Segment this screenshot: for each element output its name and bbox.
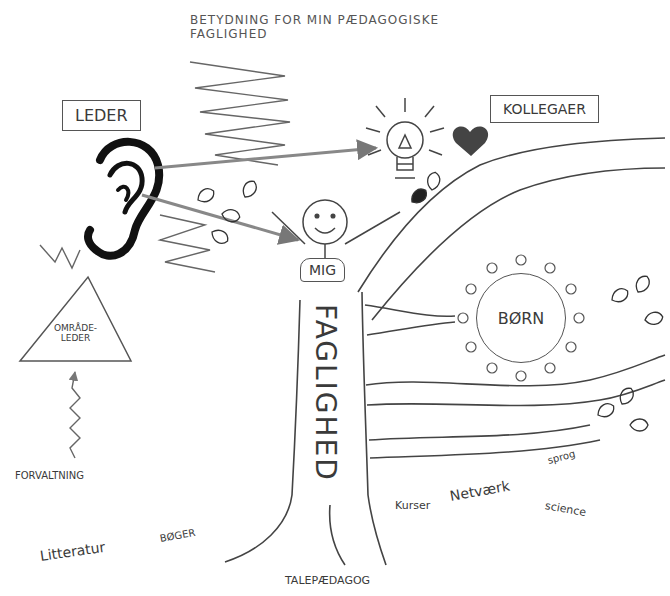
lightbulb-symbol [395,177,415,179]
children-ring [487,363,497,373]
children-ring [516,371,526,381]
children-circle: BØRN [476,273,566,363]
node-text: BØRN [498,309,545,328]
zigzag-lines [160,215,215,272]
children-ring [574,313,584,323]
listening-arrows [155,148,376,168]
stick-figure [272,200,400,258]
zigzag-lines [40,245,80,268]
lightbulb-symbol [430,128,444,132]
pyramid-outline [20,277,131,361]
leaves [633,273,652,295]
stick-figure [324,244,326,258]
ear-symbol [118,187,128,200]
leaves [195,186,217,205]
stick-figure [331,214,335,218]
lightbulb-symbol [404,98,406,112]
role-box: LEDER [62,100,141,131]
tree-trunk [369,425,590,440]
ear-symbol [110,163,142,212]
lightbulb-symbol [399,135,411,148]
children-ring [545,363,555,373]
lightbulb-symbol [366,98,444,178]
root-label: sprog [547,448,577,466]
stick-figure [315,228,335,233]
leaves [240,178,259,200]
leaves [609,286,631,305]
tree-trunk [365,305,455,316]
children-ring [466,342,476,352]
leaves [644,311,664,326]
figure-body: MIG [300,258,345,282]
root-label: TALEPÆDAGOG [285,575,370,588]
node-text: KOLLEGAER [503,101,586,117]
leaves [408,186,430,207]
root-label: science [544,500,587,520]
leaves [221,208,241,223]
root-label: FORVALTNING [15,470,84,482]
root-label: BØGER [159,527,196,545]
node-text: MIG [309,262,336,278]
ear-symbol [88,142,159,256]
leaves [209,227,231,246]
lightbulb-symbol [368,150,381,155]
stick-figure [303,200,347,244]
heart-symbol [453,127,488,156]
lightbulb-symbol [425,106,434,117]
zigzag-lines [190,62,290,165]
tree-trunk [358,138,665,292]
children-ring [545,263,555,273]
tree-trunk [330,505,345,565]
lightbulb-symbol [397,163,413,165]
node-text: LEDER [75,106,128,125]
ear-symbol [88,142,159,256]
children-ring [516,255,526,265]
trunk-label: FAGLIGHED [309,304,341,482]
tree-trunk [225,138,665,565]
tree-trunk [225,300,300,562]
leaves [426,171,441,191]
children-ring [466,284,476,294]
lightbulb-symbol [387,122,423,158]
leaves [595,401,617,420]
children-ring [458,255,584,381]
leaves [630,419,648,431]
children-ring [566,342,576,352]
pyramid-outline [18,275,133,363]
root-label: Litteratur [39,539,106,564]
leaves [195,171,664,431]
stick-figure [272,212,305,244]
children-ring [566,284,576,294]
role-box: KOLLEGAER [490,95,599,123]
pyramid-shape: OMRÅDE- LEDER [18,275,133,363]
root-label: Netværk [449,478,511,504]
lightbulb-symbol [429,150,442,155]
lightbulb-symbol [366,128,380,132]
title: BETYDNING FOR MIN PÆDAGOGISKE FAGLIGHED [190,14,480,42]
leaves [617,385,636,407]
children-ring [487,263,497,273]
children-ring [458,313,468,323]
stick-figure [315,214,319,218]
node-text: OMRÅDE- LEDER [45,323,107,343]
stick-figure [345,212,400,244]
root-label: Kurser [395,500,430,513]
lightbulb-symbol [397,157,413,170]
lightbulb-symbol [376,106,385,117]
listening-arrows [142,195,298,240]
tree-trunk [367,322,455,335]
wavy-arrow [70,372,80,458]
